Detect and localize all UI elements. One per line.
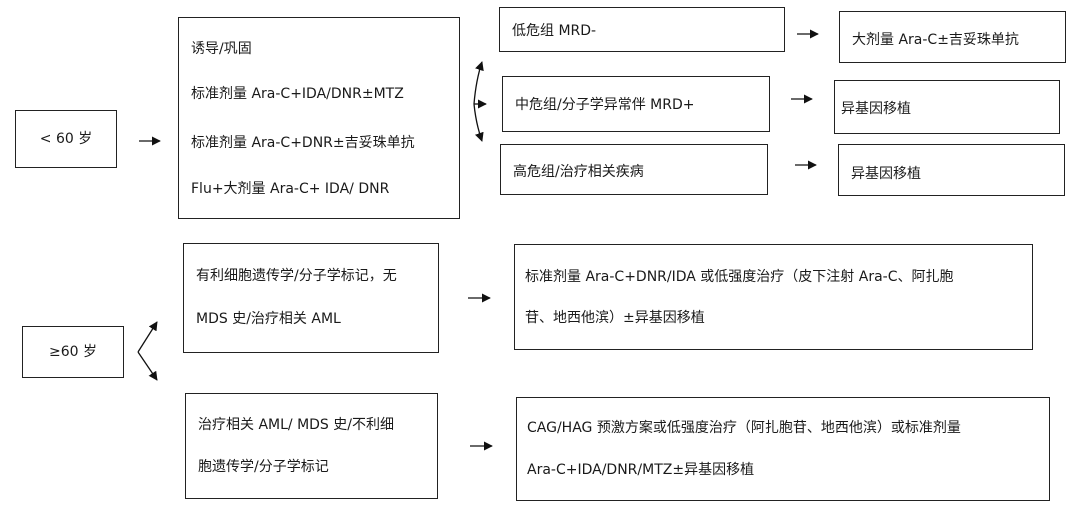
favorable-condition-line-2: MDS 史/治疗相关 AML xyxy=(196,311,341,327)
unfavorable-condition-box: 治疗相关 AML/ MDS 史/不利细 胞遗传学/分子学标记 xyxy=(185,393,438,499)
treatment-high-label: 异基因移植 xyxy=(851,166,921,182)
treatment-high-box: 异基因移植 xyxy=(838,144,1065,196)
arrow-age-over60-to-unfavorable xyxy=(137,351,158,381)
arrow-fork-low-risk xyxy=(473,61,484,105)
unfavorable-treatment-line-1: CAG/HAG 预激方案或低强度治疗（阿扎胞苷、地西他滨）或标准剂量 xyxy=(527,420,961,436)
risk-high-label: 高危组/治疗相关疾病 xyxy=(513,164,644,180)
age-under-60-box: < 60 岁 xyxy=(15,110,117,168)
unfavorable-condition-line-1: 治疗相关 AML/ MDS 史/不利细 xyxy=(198,417,394,433)
induction-line-3: 标准剂量 Ara-C+DNR±吉妥珠单抗 xyxy=(191,135,415,151)
favorable-treatment-line-2: 苷、地西他滨）±异基因移植 xyxy=(525,310,705,326)
favorable-condition-line-1: 有利细胞遗传学/分子学标记，无 xyxy=(196,268,397,284)
unfavorable-treatment-box: CAG/HAG 预激方案或低强度治疗（阿扎胞苷、地西他滨）或标准剂量 Ara-C… xyxy=(516,397,1050,501)
age-over-60-label: ≥60 岁 xyxy=(49,344,97,360)
risk-low-box: 低危组 MRD- xyxy=(499,7,785,52)
unfavorable-condition-line-2: 胞遗传学/分子学标记 xyxy=(198,459,329,475)
induction-line-2: 标准剂量 Ara-C+IDA/DNR±MTZ xyxy=(191,86,404,102)
treatment-low-box: 大剂量 Ara-C±吉妥珠单抗 xyxy=(839,11,1066,63)
age-under-60-label: < 60 岁 xyxy=(39,131,93,147)
treatment-intermediate-box: 异基因移植 xyxy=(834,80,1060,134)
arrow-fork-high-risk xyxy=(473,103,484,142)
risk-low-label: 低危组 MRD- xyxy=(512,23,597,39)
unfavorable-treatment-line-2: Ara-C+IDA/DNR/MTZ±异基因移植 xyxy=(527,462,755,478)
treatment-low-label: 大剂量 Ara-C±吉妥珠单抗 xyxy=(852,32,1019,48)
risk-intermediate-label: 中危组/分子学异常伴 MRD+ xyxy=(515,97,695,113)
treatment-intermediate-label: 异基因移植 xyxy=(841,101,911,117)
favorable-treatment-line-1: 标准剂量 Ara-C+DNR/IDA 或低强度治疗（皮下注射 Ara-C、阿扎胞 xyxy=(525,269,954,285)
favorable-treatment-box: 标准剂量 Ara-C+DNR/IDA 或低强度治疗（皮下注射 Ara-C、阿扎胞… xyxy=(514,244,1033,350)
induction-line-1: 诱导/巩固 xyxy=(191,41,252,57)
age-over-60-box: ≥60 岁 xyxy=(22,326,124,378)
arrow-age-over60-to-favorable xyxy=(137,321,158,353)
induction-consolidation-box: 诱导/巩固 标准剂量 Ara-C+IDA/DNR±MTZ 标准剂量 Ara-C+… xyxy=(178,17,460,219)
favorable-condition-box: 有利细胞遗传学/分子学标记，无 MDS 史/治疗相关 AML xyxy=(183,243,439,353)
risk-intermediate-box: 中危组/分子学异常伴 MRD+ xyxy=(502,76,770,132)
induction-line-4: Flu+大剂量 Ara-C+ IDA/ DNR xyxy=(191,181,390,197)
risk-high-box: 高危组/治疗相关疾病 xyxy=(500,144,768,195)
